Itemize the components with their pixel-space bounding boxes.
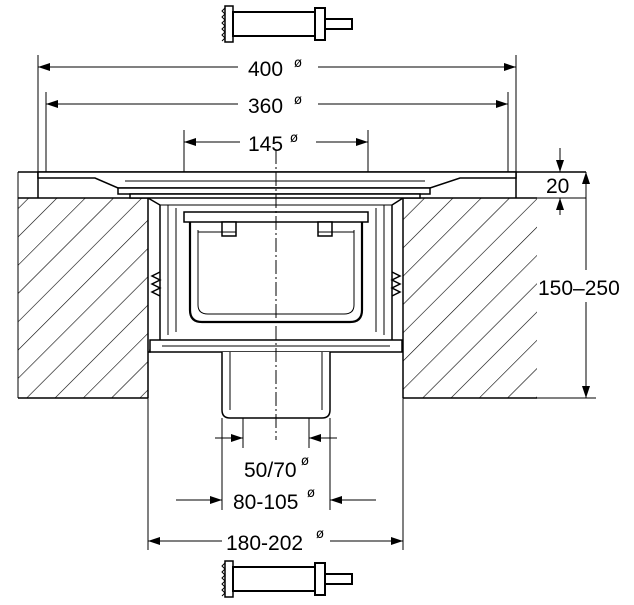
dim-400-diameter-symbol: ø bbox=[294, 56, 302, 71]
dim-400-text: 400 bbox=[248, 58, 283, 81]
dim-20-text: 20 bbox=[546, 175, 569, 198]
dim-180-202-diameter-symbol: ø bbox=[316, 527, 324, 542]
core-drill-icon bbox=[221, 5, 353, 43]
dimension-400: 400 ø bbox=[37, 55, 517, 172]
dim-360-diameter-symbol: ø bbox=[294, 93, 302, 108]
dimension-50-70: 50/70 ø bbox=[215, 418, 337, 482]
drain-body bbox=[37, 171, 517, 419]
dimension-360: 360 ø bbox=[45, 92, 509, 172]
dimension-150-250: 150–250 bbox=[537, 172, 620, 399]
dimension-180-202: 180-202 ø bbox=[147, 398, 404, 555]
dim-80-105-diameter-symbol: ø bbox=[307, 486, 315, 501]
dim-50-70-diameter-symbol: ø bbox=[301, 454, 309, 469]
dim-180-202-text: 180-202 bbox=[226, 532, 303, 555]
dim-360-text: 360 bbox=[248, 95, 283, 118]
dim-145-diameter-symbol: ø bbox=[290, 131, 298, 146]
core-drill-icon bbox=[221, 560, 353, 598]
dimension-80-105: 80-105 ø bbox=[176, 418, 376, 514]
dimension-145: 145 ø bbox=[183, 130, 369, 172]
dim-50-70-text: 50/70 bbox=[244, 459, 297, 482]
dim-150-250-text: 150–250 bbox=[538, 277, 620, 300]
dimension-20: 20 bbox=[516, 148, 586, 215]
dim-80-105-text: 80-105 bbox=[233, 491, 298, 514]
dim-145-text: 145 bbox=[248, 133, 283, 156]
